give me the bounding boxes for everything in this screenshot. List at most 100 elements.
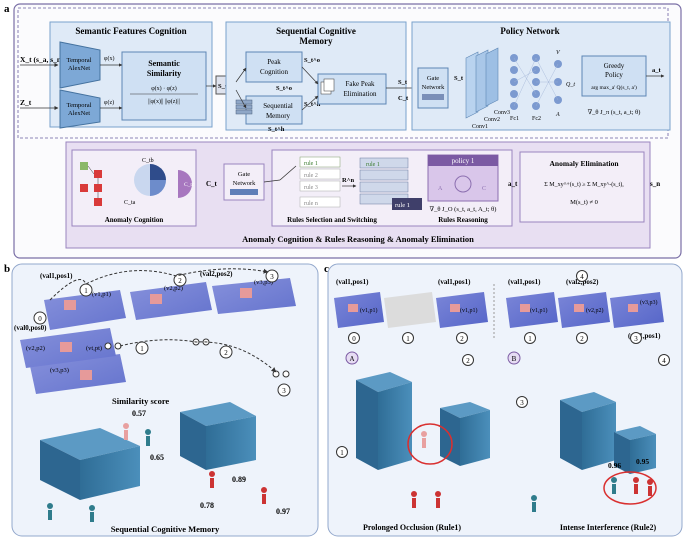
- rule-n-label: rule n: [304, 201, 318, 207]
- c-b-drone-3: [516, 396, 528, 408]
- b-drone-step-3: [277, 383, 291, 397]
- alexnet-top-label-2: AlexNet: [68, 65, 90, 72]
- score-095: 0.95: [636, 457, 649, 466]
- anomaly-graph-icon: [80, 162, 102, 206]
- b-vtpt: (vt,pt): [86, 345, 102, 352]
- b-step-3-text: 3: [270, 273, 274, 281]
- temporal-alexnet-top: [59, 41, 101, 89]
- memory-stack-icon: [235, 99, 253, 115]
- b-val0-pos0: (val0,pos0): [14, 324, 47, 332]
- similarity-numerator: φ(x) · φ(z): [151, 85, 177, 92]
- temporal-alexnet-bottom: [59, 89, 101, 129]
- c-step-4-text: 4: [580, 273, 584, 281]
- s-h-label-2: S_t^h: [268, 126, 285, 133]
- alexnet-bottom-label-2: AlexNet: [68, 110, 90, 117]
- gate-network-bottom-1: Gate: [238, 171, 250, 178]
- heatmap-tiles-b: [20, 278, 296, 394]
- a-label: A: [555, 112, 560, 118]
- c-tc-label: C_tc: [184, 182, 195, 188]
- fc1-label: Fc1: [510, 116, 519, 122]
- policy-1-header: [428, 155, 498, 166]
- c-a-drone-1-text: 1: [340, 449, 344, 457]
- fake-peak-label-1: Fake Peak: [346, 80, 375, 88]
- v-label: V: [556, 50, 561, 56]
- panel-c-label: c: [324, 263, 329, 275]
- c-val1-pos1-c: (val1,pos1): [508, 278, 541, 286]
- gate-network-box-top: [417, 67, 449, 109]
- stack-rule-1: rule 1: [366, 162, 380, 168]
- c-step-1-text: 1: [406, 335, 410, 343]
- a-t-label: a_t: [652, 67, 662, 74]
- c-step-3-text: 3: [634, 335, 638, 343]
- score-065: 0.65: [150, 453, 164, 462]
- score-089: 0.89: [232, 475, 246, 484]
- score-078: 0.78: [200, 501, 214, 510]
- input-z-label: Z_t: [20, 98, 32, 107]
- c-v2p2: (v2,p2): [586, 307, 604, 314]
- c-ta-label: C_ta: [124, 200, 136, 206]
- c-b-drone-4: [658, 354, 670, 366]
- b-step-2-text: 2: [178, 277, 182, 285]
- c-b-drone-4-text: 4: [662, 357, 666, 365]
- b-v1p1: (v1,p1): [92, 291, 111, 298]
- b-step-0: [33, 311, 47, 325]
- anomaly-elimination-box: [519, 151, 645, 223]
- rule-switch: [279, 165, 297, 181]
- c-val1-pos1-b: (val1,pos1): [438, 278, 471, 286]
- c-v3p3: (v3,p3): [640, 299, 658, 306]
- panel-a-label: a: [4, 3, 10, 15]
- greedy-policy-box: [581, 55, 647, 97]
- phi-z-label: φ(z): [104, 99, 114, 106]
- c-t-label-anomaly: C_t: [206, 180, 218, 188]
- panel-a-caption: Anomaly Cognition & Rules Reasoning & An…: [242, 234, 474, 244]
- fake-peak-label-2: Elimination: [343, 90, 377, 98]
- pedestrians-c-a: [411, 431, 441, 508]
- rules-reasoning-title: Rules Reasoning: [438, 216, 488, 224]
- b-step-1: [79, 283, 93, 297]
- c-a-drone-2: [462, 354, 474, 366]
- gate-network-bottom-2: Network: [233, 180, 256, 187]
- buildings-c-a: [356, 372, 490, 470]
- b-step-1-text: 1: [84, 287, 88, 295]
- rule-2-label: rule 2: [304, 173, 318, 179]
- b-step-2: [173, 273, 187, 287]
- elimination-formula-1: Σ M_xy^+(s_t) ≥ Σ M_xy^-(s_t),: [544, 181, 624, 188]
- c-t-label-mem: C_t: [398, 95, 409, 102]
- peak-cognition-label-2: Cognition: [260, 68, 289, 76]
- c-step-0-text: 0: [352, 335, 356, 343]
- scenario-a-text: A: [349, 355, 354, 363]
- b-val2-pos2: (val2,pos2): [200, 270, 233, 278]
- input-x-label: X_t (s_a, s_n): [20, 55, 64, 64]
- conv1-label: Conv1: [472, 124, 488, 130]
- c-top-steps: [348, 270, 642, 344]
- policy-network-title: Policy Network: [500, 26, 559, 36]
- b-v2p2-low: (v2,p2): [26, 345, 45, 352]
- interference-highlight: [603, 471, 657, 505]
- greedy-policy-2: Policy: [605, 71, 623, 79]
- score-097: 0.97: [276, 507, 290, 516]
- similarity-score-title: Similarity score: [112, 396, 169, 406]
- rule2-caption: Intense Interference (Rule2): [560, 523, 657, 532]
- s-t-label-policy: S_t: [454, 75, 464, 82]
- fake-peak-icon: [320, 78, 335, 95]
- rules-gradient-formula: ∇_θ J_O (s_t, a_t, A_t; θ): [430, 206, 497, 213]
- c-step-2-text: 2: [460, 335, 464, 343]
- active-rule-label: rule 1: [395, 202, 410, 209]
- gate-network-top-2: Network: [422, 84, 445, 91]
- anomaly-cognition-box: [71, 149, 197, 227]
- s-o-label-2: S_t^o: [276, 85, 292, 92]
- s-o-label-1: S_t^o: [304, 57, 320, 64]
- gate-network-top-1: Gate: [427, 75, 439, 82]
- greedy-formula: arg max_a' Q(s_t, a'): [591, 84, 637, 91]
- b-step-3: [265, 269, 279, 283]
- semantic-similarity-title-2: Similarity: [147, 69, 181, 78]
- rule-3-label: rule 3: [304, 185, 318, 191]
- b-v3p3-low: (v3,p3): [50, 367, 69, 374]
- s-h-label-1: S_t^h: [304, 101, 321, 108]
- conv3-label: Conv3: [494, 110, 510, 116]
- peak-cognition-box: [245, 51, 303, 83]
- rule1-caption: Prolonged Occlusion (Rule1): [363, 523, 461, 532]
- gate-bar-bottom: [230, 189, 258, 195]
- pedestrians-b: [47, 423, 267, 522]
- policy-1-node-c: C: [482, 186, 486, 192]
